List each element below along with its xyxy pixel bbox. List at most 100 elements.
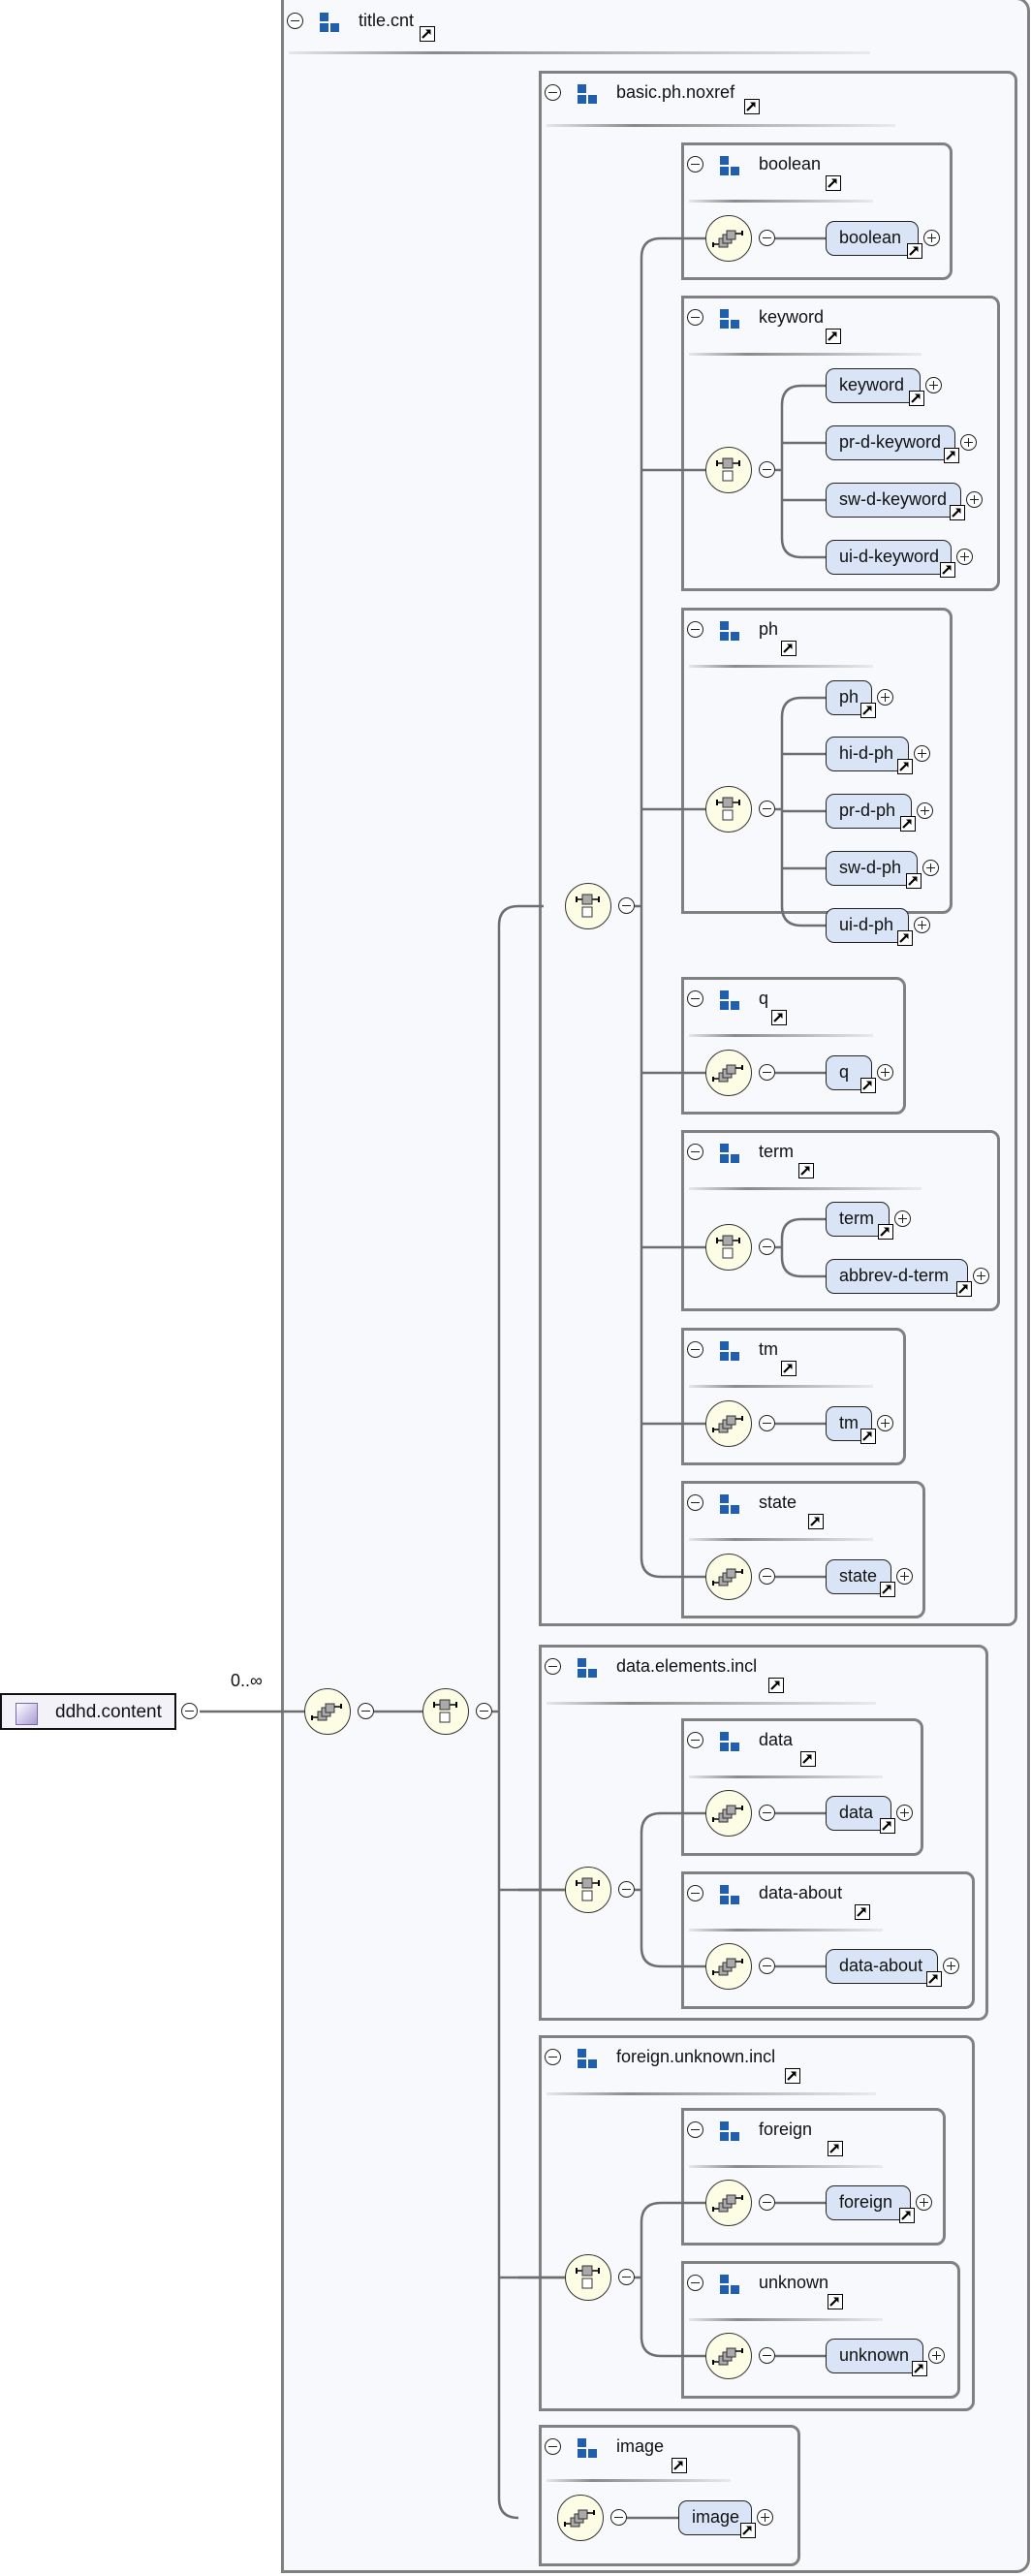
- reference-link-icon[interactable]: [800, 1751, 817, 1767]
- sequence-collapse-button[interactable]: [358, 1703, 374, 1719]
- reference-link-icon[interactable]: [909, 391, 924, 406]
- data-about-collapse-button[interactable]: [687, 1885, 703, 1901]
- reference-link-icon[interactable]: [768, 1678, 784, 1693]
- element-image[interactable]: image: [678, 2500, 752, 2535]
- element-sw-d-keyword[interactable]: sw-d-keyword: [826, 483, 961, 518]
- expand-element-button[interactable]: [925, 377, 942, 393]
- compositor-collapse-button[interactable]: [759, 2194, 775, 2211]
- reference-link-icon[interactable]: [826, 329, 842, 344]
- reference-link-icon[interactable]: [899, 2208, 915, 2223]
- reference-link-icon[interactable]: [906, 873, 922, 889]
- reference-link-icon[interactable]: [897, 930, 913, 946]
- expand-element-button[interactable]: [877, 1064, 893, 1081]
- reference-link-icon[interactable]: [780, 1361, 797, 1376]
- choice-compositor-icon[interactable]: [422, 1688, 469, 1735]
- reference-link-icon[interactable]: [828, 2141, 844, 2156]
- reference-link-icon[interactable]: [828, 2294, 844, 2309]
- choice-compositor-icon[interactable]: [565, 1867, 611, 1913]
- reference-link-icon[interactable]: [744, 99, 760, 114]
- expand-element-button[interactable]: [956, 549, 973, 565]
- choice-collapse-button[interactable]: [618, 1881, 635, 1898]
- expand-element-button[interactable]: [923, 230, 940, 246]
- foreign-collapse-button[interactable]: [687, 2121, 703, 2138]
- expand-element-button[interactable]: [896, 1568, 913, 1585]
- reference-link-icon[interactable]: [907, 243, 922, 259]
- title-cnt-collapse-button[interactable]: [287, 13, 303, 29]
- compositor-collapse-button[interactable]: [759, 1415, 775, 1431]
- ph-collapse-button[interactable]: [687, 621, 703, 638]
- reference-link-icon[interactable]: [880, 1818, 895, 1834]
- compositor-collapse-button[interactable]: [759, 1805, 775, 1821]
- reference-link-icon[interactable]: [420, 26, 435, 42]
- expand-element-button[interactable]: [943, 1958, 959, 1974]
- expand-element-button[interactable]: [973, 1268, 989, 1284]
- root-collapse-button[interactable]: [181, 1703, 198, 1719]
- tm-collapse-button[interactable]: [687, 1341, 703, 1358]
- element-data-about[interactable]: data-about: [826, 1949, 938, 1984]
- choice-compositor-icon[interactable]: [705, 447, 752, 493]
- compositor-collapse-button[interactable]: [759, 1239, 775, 1255]
- element-pr-d-keyword[interactable]: pr-d-keyword: [826, 425, 955, 460]
- q-collapse-button[interactable]: [687, 990, 703, 1007]
- compositor-collapse-button[interactable]: [610, 2509, 627, 2526]
- choice-compositor-icon[interactable]: [565, 883, 611, 929]
- expand-element-button[interactable]: [960, 434, 977, 451]
- expand-element-button[interactable]: [914, 917, 930, 933]
- unknown-collapse-button[interactable]: [687, 2275, 703, 2291]
- choice-collapse-button[interactable]: [476, 1703, 492, 1719]
- reference-link-icon[interactable]: [807, 1514, 824, 1529]
- root-element[interactable]: ddhd.content: [0, 1693, 176, 1730]
- expand-element-button[interactable]: [922, 860, 939, 876]
- element-hi-d-ph[interactable]: hi-d-ph: [826, 737, 909, 771]
- expand-element-button[interactable]: [916, 2194, 932, 2211]
- basic-ph-noxref-collapse-button[interactable]: [545, 84, 561, 101]
- sequence-compositor-icon[interactable]: [705, 1790, 752, 1837]
- reference-link-icon[interactable]: [860, 1429, 876, 1444]
- choice-compositor-icon[interactable]: [565, 2254, 611, 2301]
- reference-link-icon[interactable]: [956, 1281, 972, 1297]
- reference-link-icon[interactable]: [855, 1904, 870, 1920]
- expand-element-button[interactable]: [894, 1210, 911, 1227]
- element-ui-d-keyword[interactable]: ui-d-keyword: [826, 540, 952, 575]
- compositor-collapse-button[interactable]: [759, 230, 775, 246]
- compositor-collapse-button[interactable]: [759, 1958, 775, 1974]
- keyword-collapse-button[interactable]: [687, 309, 703, 326]
- reference-link-icon[interactable]: [785, 2068, 800, 2084]
- sequence-compositor-icon[interactable]: [705, 215, 752, 262]
- reference-link-icon[interactable]: [950, 505, 965, 520]
- sequence-compositor-icon[interactable]: [705, 1554, 752, 1600]
- expand-element-button[interactable]: [914, 745, 930, 762]
- reference-link-icon[interactable]: [900, 816, 916, 832]
- sequence-compositor-icon[interactable]: [557, 2495, 604, 2541]
- reference-link-icon[interactable]: [771, 1010, 788, 1025]
- reference-link-icon[interactable]: [897, 759, 913, 774]
- data-collapse-button[interactable]: [687, 1732, 703, 1748]
- reference-link-icon[interactable]: [880, 1582, 895, 1597]
- reference-link-icon[interactable]: [878, 1224, 893, 1240]
- element-unknown[interactable]: unknown: [826, 2339, 923, 2373]
- image-collapse-button[interactable]: [545, 2438, 561, 2455]
- element-sw-d-ph[interactable]: sw-d-ph: [826, 851, 918, 886]
- reference-link-icon[interactable]: [672, 2458, 687, 2473]
- element-data[interactable]: data: [826, 1796, 891, 1831]
- expand-element-button[interactable]: [896, 1805, 913, 1821]
- reference-link-icon[interactable]: [826, 175, 842, 191]
- element-pr-d-ph[interactable]: pr-d-ph: [826, 794, 912, 829]
- compositor-collapse-button[interactable]: [759, 1064, 775, 1081]
- reference-link-icon[interactable]: [926, 1971, 942, 1987]
- term-collapse-button[interactable]: [687, 1144, 703, 1160]
- reference-link-icon[interactable]: [740, 2523, 756, 2538]
- choice-compositor-icon[interactable]: [705, 1224, 752, 1271]
- compositor-collapse-button[interactable]: [759, 801, 775, 817]
- sequence-compositor-icon[interactable]: [705, 1400, 752, 1447]
- expand-element-button[interactable]: [757, 2509, 773, 2526]
- reference-link-icon[interactable]: [912, 2361, 927, 2376]
- element-foreign[interactable]: foreign: [826, 2185, 911, 2220]
- boolean-collapse-button[interactable]: [687, 156, 703, 173]
- sequence-compositor-icon[interactable]: [705, 1050, 752, 1096]
- element-keyword[interactable]: keyword: [826, 368, 921, 403]
- foreign-unknown-incl-collapse-button[interactable]: [545, 2049, 561, 2065]
- reference-link-icon[interactable]: [944, 448, 959, 463]
- state-collapse-button[interactable]: [687, 1494, 703, 1511]
- compositor-collapse-button[interactable]: [759, 1568, 775, 1585]
